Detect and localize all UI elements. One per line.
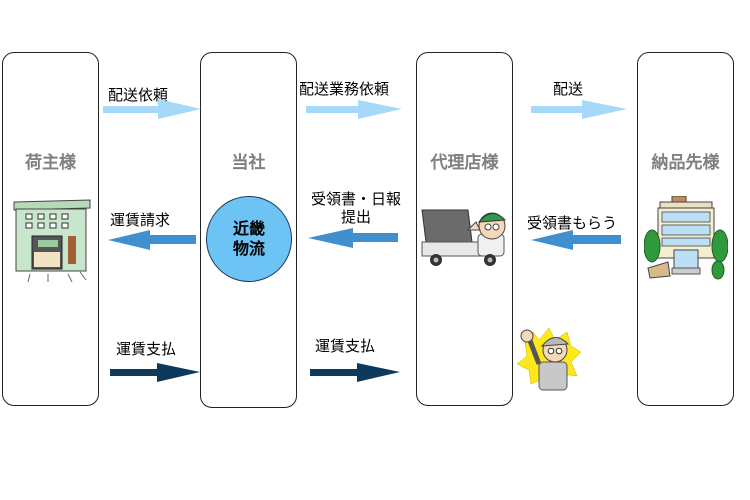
arrow-left-mid-3: [531, 230, 621, 250]
arrow-left-mid-1: [108, 230, 196, 250]
flow-label-submit-receipt: 受領書・日報 提出: [300, 190, 412, 226]
cheering-worker-icon: [516, 327, 582, 391]
arrow-right-light-2: [306, 100, 402, 119]
flow-label-freight-invoice: 運賃請求: [110, 211, 171, 229]
arrow-right-light-3: [531, 100, 627, 119]
company-name-line1: 近畿: [232, 219, 265, 238]
office-building-icon: [644, 196, 728, 280]
flow-label-freight-payment-2: 運賃支払: [315, 337, 376, 355]
arrow-right-dark-1: [110, 363, 200, 382]
arrow-right-light-1: [103, 99, 201, 119]
party-title-recipient: 納品先様: [651, 153, 720, 173]
flow-label-request-delivery: 配送依頼: [108, 86, 169, 104]
flow-label-freight-payment-1: 運賃支払: [116, 340, 177, 358]
party-title-company: 当社: [231, 153, 266, 173]
arrow-right-dark-2: [310, 363, 400, 382]
party-title-shipper: 荷主様: [25, 153, 76, 173]
party-title-agent: 代理店様: [430, 153, 499, 173]
flow-label-submit-receipt-line2: 提出: [340, 208, 371, 226]
factory-building-icon: [13, 199, 91, 283]
company-name-line2: 物流: [232, 239, 265, 258]
company-logo-circle: 近畿 物流: [206, 196, 292, 282]
arrow-left-mid-2: [308, 228, 398, 248]
flow-label-delivery: 配送: [553, 80, 584, 98]
flow-label-get-receipt: 受領書もらう: [527, 214, 618, 232]
flow-label-submit-receipt-line1: 受領書・日報: [310, 190, 401, 208]
flow-label-request-delivery-work: 配送業務依頼: [299, 80, 390, 98]
delivery-truck-driver-icon: [421, 209, 507, 266]
